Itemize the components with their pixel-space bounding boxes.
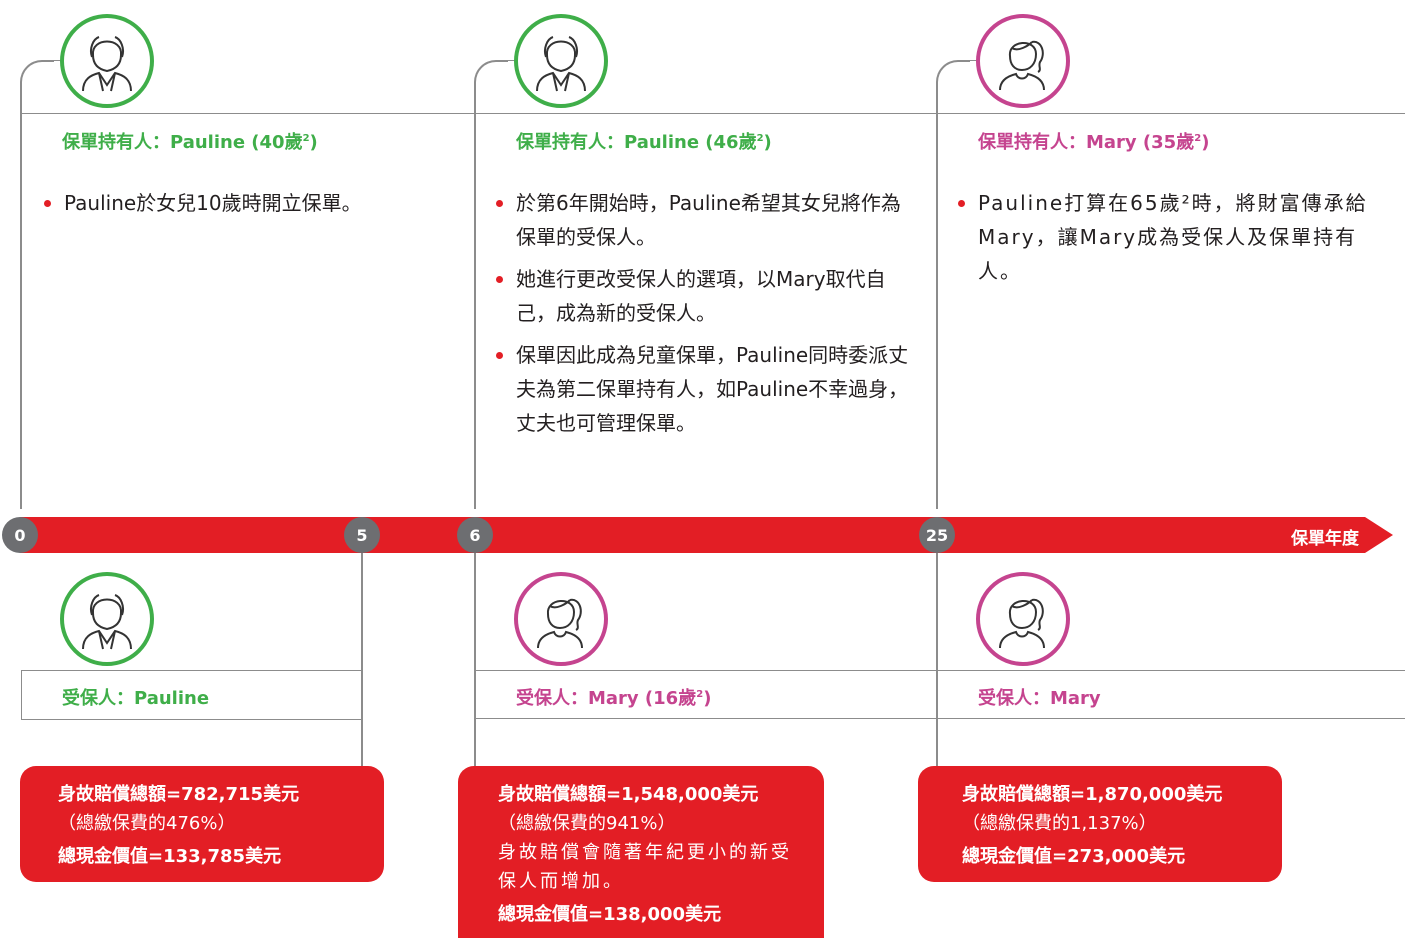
- cash-value-total: 總現金價值=273,000美元: [962, 846, 1186, 867]
- list-item: Pauline打算在65歲²時，將財富傳承給Mary，讓Mary成為受保人及保單…: [956, 186, 1392, 288]
- insured-box: [21, 670, 363, 720]
- death-benefit-total: 身故賠償總額=1,548,000美元: [498, 784, 759, 805]
- policyholder-label: 保單持有人：Mary (35歲2): [978, 132, 1210, 153]
- insured-label: 受保人：Mary (16歲2): [516, 688, 712, 709]
- list-item: 於第6年開始時，Pauline希望其女兒將作為保單的受保人。: [494, 186, 918, 254]
- connector-corner: [936, 60, 970, 94]
- year-badge: 5: [344, 517, 380, 553]
- insured-label: 受保人：Pauline: [62, 688, 210, 709]
- cash-value-total: 總現金價值=138,000美元: [498, 904, 722, 925]
- benefit-callout: 身故賠償總額=1,548,000美元 （總繳保費的941%） 身故賠償會隨著年紀…: [458, 766, 824, 938]
- policyholder-label: 保單持有人：Pauline (46歲2): [516, 132, 772, 153]
- bullet-list: Pauline於女兒10歲時開立保單。: [42, 186, 442, 228]
- connector-line: [474, 553, 476, 768]
- divider: [21, 113, 474, 114]
- timeline-arrow: [1365, 517, 1393, 553]
- policyholder-label: 保單持有人：Pauline (40歲2): [62, 132, 318, 153]
- connector-line: [936, 91, 938, 509]
- connector-line: [20, 91, 22, 509]
- premium-ratio: （總繳保費的941%）: [498, 813, 676, 834]
- woman-suit-icon: [60, 572, 154, 666]
- cash-value-total: 總現金價值=133,785美元: [58, 846, 282, 867]
- connector-corner: [474, 60, 508, 94]
- list-item: Pauline於女兒10歲時開立保單。: [42, 186, 442, 220]
- divider: [476, 718, 936, 719]
- benefit-note: 身故賠償會隨著年紀更小的新受保人而增加。: [498, 842, 792, 892]
- connector-line: [969, 60, 979, 61]
- benefit-callout: 身故賠償總額=1,870,000美元 （總繳保費的1,137%） 總現金價值=2…: [918, 766, 1282, 882]
- girl-ponytail-icon: [976, 14, 1070, 108]
- connector-line: [53, 60, 63, 61]
- woman-suit-icon: [514, 14, 608, 108]
- insured-label: 受保人：Mary: [978, 688, 1101, 709]
- divider: [938, 670, 1405, 671]
- connector-line: [361, 553, 363, 768]
- girl-ponytail-icon: [976, 572, 1070, 666]
- bullet-list: Pauline打算在65歲²時，將財富傳承給Mary，讓Mary成為受保人及保單…: [956, 186, 1392, 296]
- divider: [938, 113, 1405, 114]
- girl-ponytail-icon: [514, 572, 608, 666]
- connector-corner: [20, 60, 54, 94]
- year-badge: 25: [919, 517, 955, 553]
- connector-line: [474, 91, 476, 509]
- year-badge: 0: [2, 517, 38, 553]
- premium-ratio: （總繳保費的1,137%）: [962, 813, 1157, 834]
- death-benefit-total: 身故賠償總額=1,870,000美元: [962, 784, 1223, 805]
- death-benefit-total: 身故賠償總額=782,715美元: [58, 784, 300, 805]
- list-item: 保單因此成為兒童保單，Pauline同時委派丈夫為第二保單持有人，如Paulin…: [494, 338, 918, 440]
- divider: [476, 113, 936, 114]
- divider: [938, 718, 1405, 719]
- connector-line: [936, 553, 938, 768]
- divider: [476, 670, 936, 671]
- axis-label: 保單年度: [1291, 529, 1359, 549]
- connector-line: [507, 60, 517, 61]
- woman-suit-icon: [60, 14, 154, 108]
- timeline-bar: [20, 517, 1365, 553]
- year-badge: 6: [457, 517, 493, 553]
- benefit-callout: 身故賠償總額=782,715美元 （總繳保費的476%） 總現金價值=133,7…: [20, 766, 384, 882]
- bullet-list: 於第6年開始時，Pauline希望其女兒將作為保單的受保人。 她進行更改受保人的…: [494, 186, 918, 448]
- premium-ratio: （總繳保費的476%）: [58, 813, 236, 834]
- list-item: 她進行更改受保人的選項，以Mary取代自己，成為新的受保人。: [494, 262, 918, 330]
